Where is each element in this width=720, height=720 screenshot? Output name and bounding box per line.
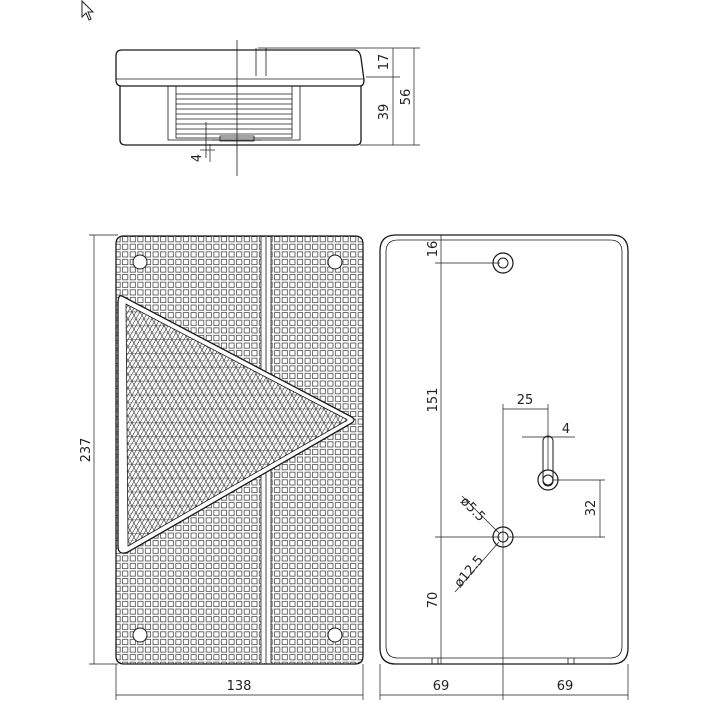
dim-half-width-left: 69 [433,679,450,694]
dim-top-depth: 17 [377,54,392,71]
dim-top-hole-offset: 16 [426,241,441,258]
dim-bottom-hole-offset: 70 [426,592,441,609]
dim-hole-diameter-large: ø12.5 [452,553,487,591]
rear-view: 16 151 70 25 4 32 ø5.5 ø12.5 69 69 [379,234,629,700]
front-view: 237 138 [79,234,364,700]
dim-half-width-right: 69 [557,679,574,694]
dim-hole-diameter-small: ø5.5 [457,494,488,525]
lens-ribs [176,93,292,135]
top-profile-view: 17 39 56 4 [115,40,420,176]
dim-overall-width: 138 [227,679,252,694]
dim-hole-spacing: 151 [426,388,441,413]
dim-slot-height: 32 [584,500,599,517]
reflector-triangle [117,295,355,554]
dim-overall-length: 237 [79,438,94,463]
dim-side-hole-offset: 25 [517,393,534,408]
dim-total-height: 56 [399,89,414,106]
arrow-cursor-icon [81,0,95,21]
mounting-hole-front [132,254,343,643]
dim-slot-width: 4 [562,422,570,437]
dim-lens-height: 39 [377,104,392,121]
dim-bottom-offset: 4 [190,154,205,162]
